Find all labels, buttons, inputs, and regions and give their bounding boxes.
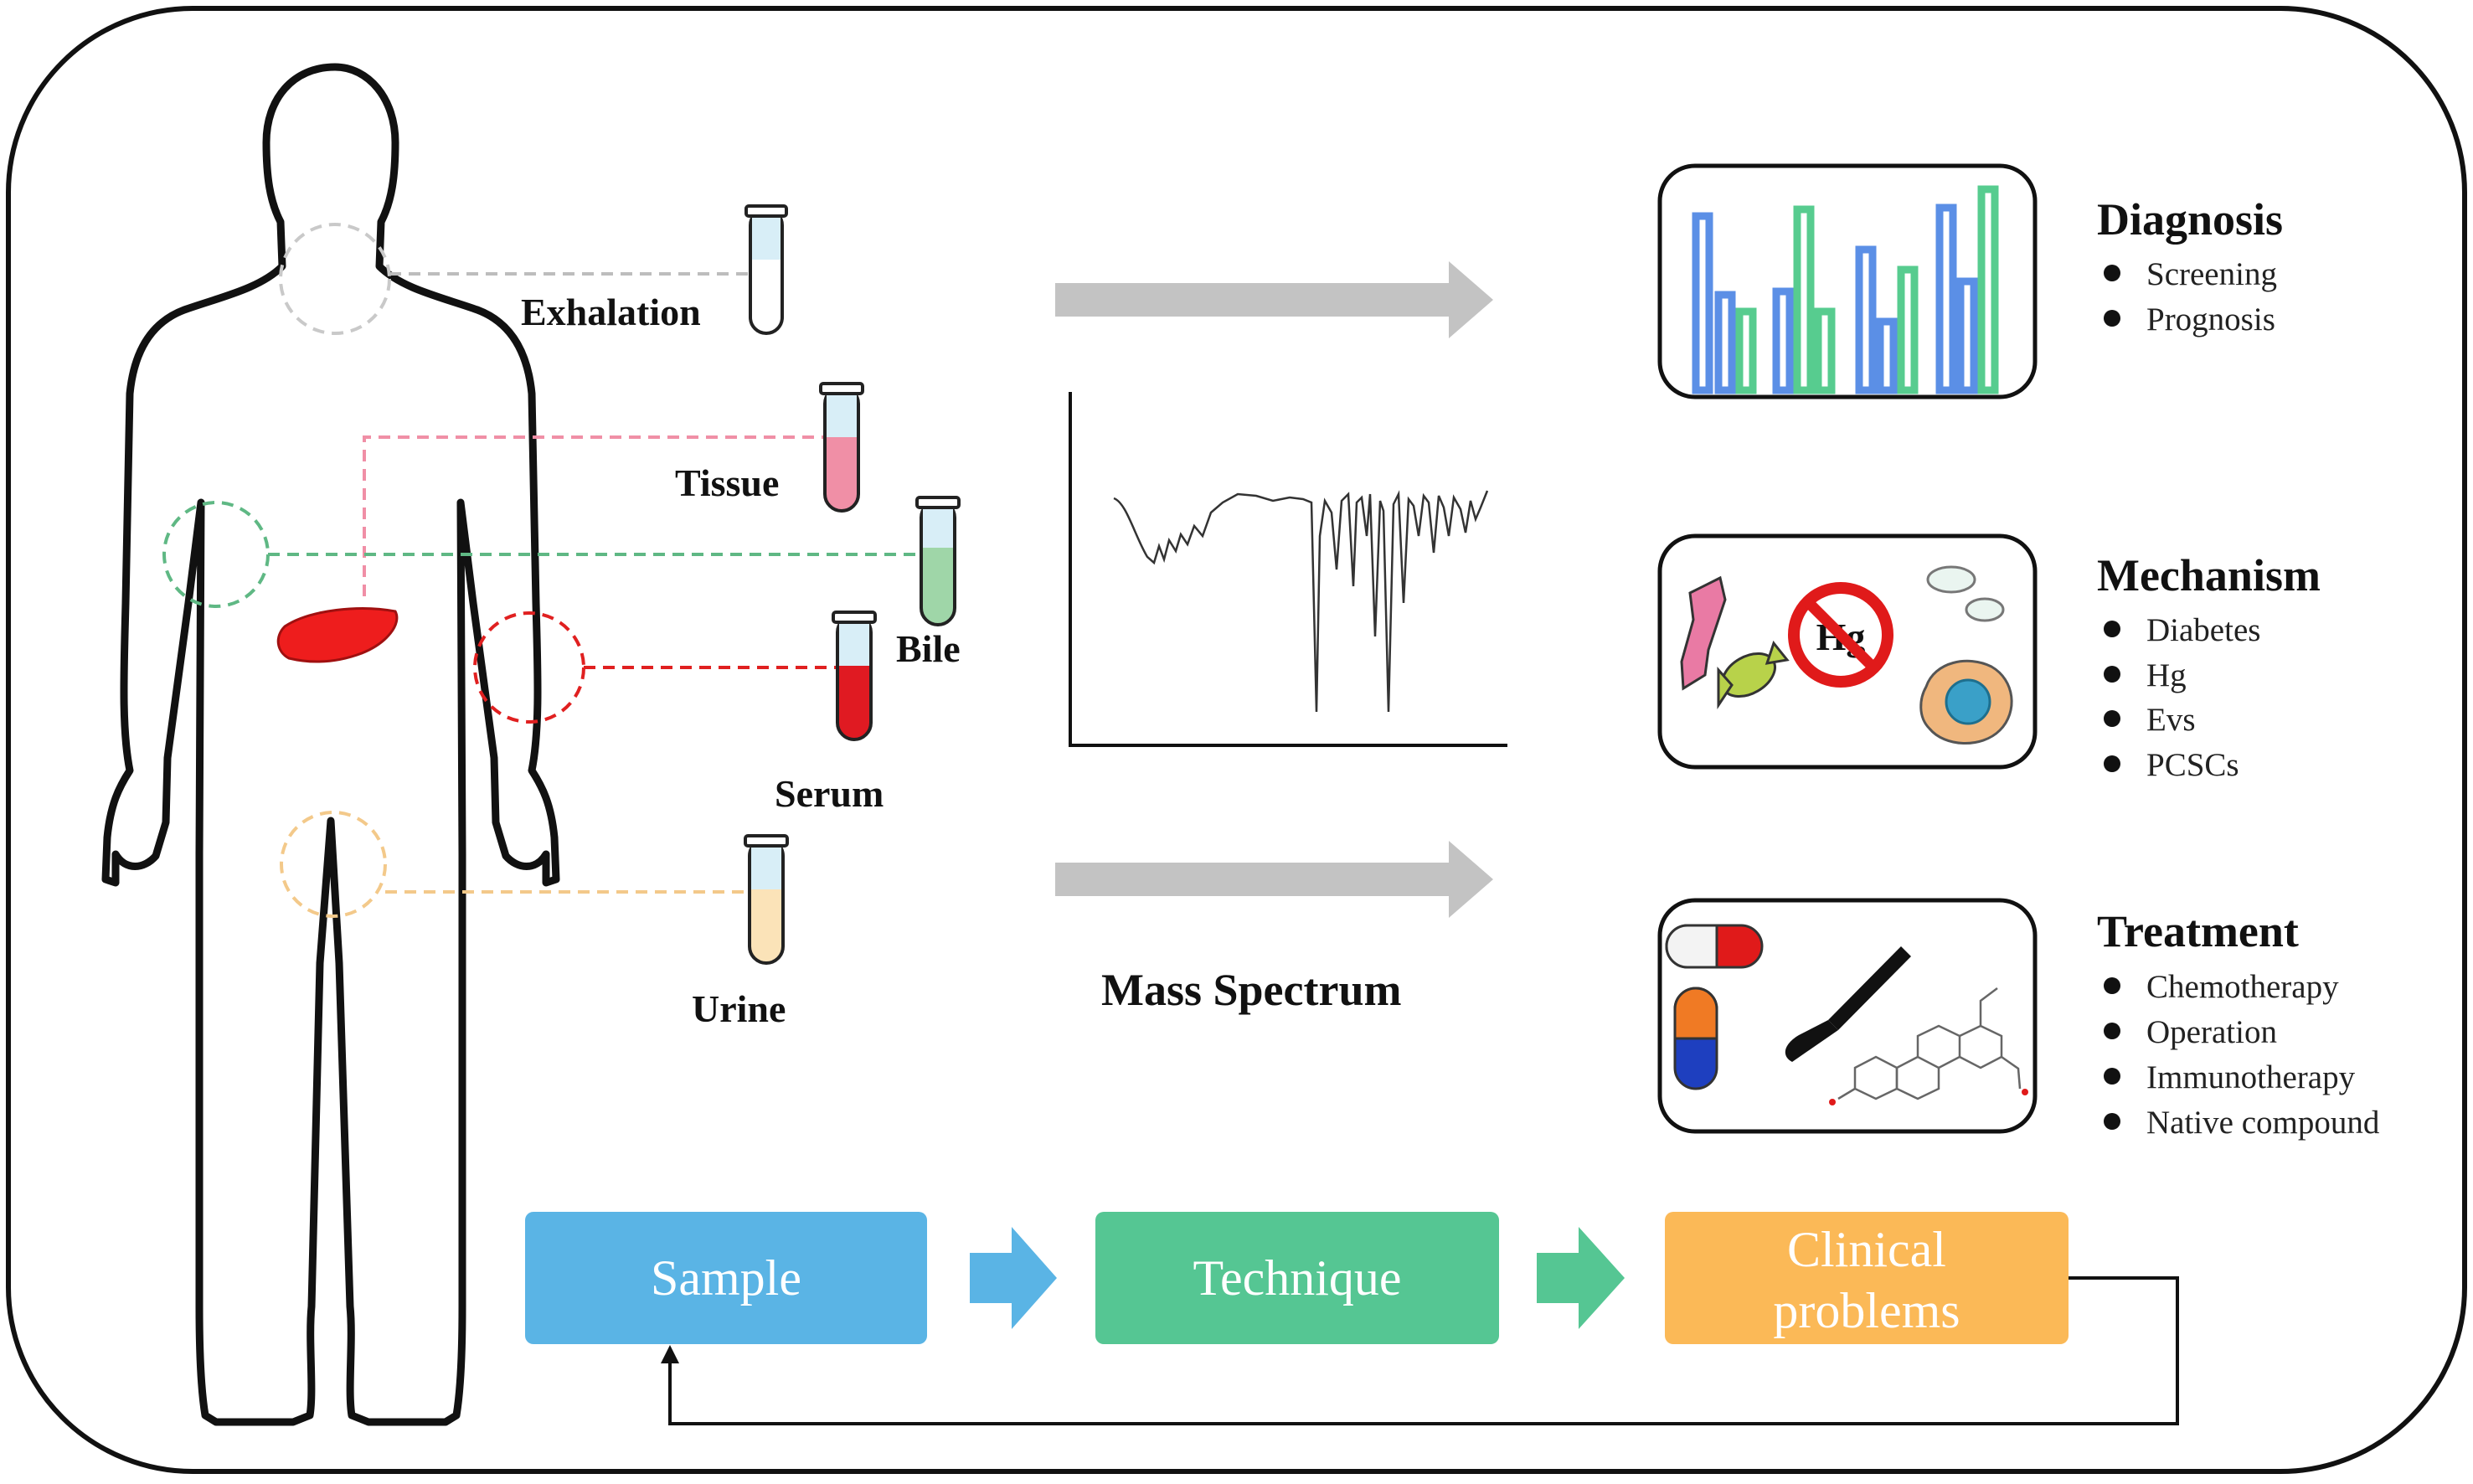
mechanism-title: Mechanism [2097, 550, 2321, 600]
treatment-item-immunotherapy: Immunotherapy [2146, 1059, 2356, 1095]
stem-cell-icon [1919, 659, 2013, 745]
bullet-icon [2104, 666, 2120, 683]
liver-icon [276, 607, 399, 663]
technique-flow-label: Technique [1193, 1250, 1401, 1306]
tissue-connector [363, 435, 823, 596]
bile-tube-icon [915, 496, 961, 626]
compound-structure-icon [1829, 987, 2028, 1105]
capsule-red-icon [1665, 924, 1764, 969]
feedback-arrowhead-icon [661, 1345, 679, 1363]
bullet-icon [2104, 710, 2120, 727]
bullet-icon [2104, 1068, 2120, 1085]
bullet-icon [2104, 755, 2120, 772]
serum-tube-icon [832, 611, 877, 741]
vesicle-icon [1926, 565, 2005, 622]
treatment-item-operation: Operation [2146, 1014, 2277, 1050]
tissue-tube-icon [819, 382, 864, 513]
sample-flow-label: Sample [651, 1250, 801, 1306]
flow-arrow-blue [970, 1227, 1057, 1329]
treatment-item-native-compound: Native compound [2146, 1105, 2380, 1141]
bullet-icon [2104, 310, 2120, 327]
urine-tube-icon [744, 834, 789, 965]
human-body-icon [101, 63, 560, 1426]
tissue-label: Tissue [675, 461, 779, 504]
mechanism-item-pcscs: PCSCs [2146, 747, 2239, 783]
urine-region-circle [280, 811, 387, 918]
diagnosis-item-screening: Screening [2146, 256, 2277, 292]
candy-icon [1680, 575, 1790, 709]
bullet-icon [2104, 265, 2120, 281]
clinical-problems-line2: problems [1773, 1283, 1960, 1338]
mechanism-icon-box: Hg [1657, 533, 2038, 770]
upper-gray-arrow [1055, 261, 1493, 338]
diagnosis-title: Diagnosis [2097, 194, 2283, 245]
bar-chart-icon [1692, 185, 1999, 394]
clinical-problems-flow-box [1665, 1212, 2069, 1344]
mechanism-item-diabetes: Diabetes [2146, 612, 2260, 648]
bullet-icon [2104, 621, 2120, 637]
technique-flow-box [1095, 1212, 1499, 1344]
mechanism-item-evs: Evs [2146, 702, 2196, 738]
bullet-icon [2104, 977, 2120, 994]
treatment-item-chemotherapy: Chemotherapy [2146, 969, 2339, 1005]
bile-label: Bile [896, 627, 961, 670]
diagnosis-item-prognosis: Prognosis [2146, 301, 2275, 338]
spectrum-axes [1069, 392, 1507, 747]
feedback-loop-arrow [668, 1276, 2179, 1425]
mass-spectrum-plot [1069, 392, 1507, 747]
flow-arrow-green [1537, 1227, 1625, 1329]
treatment-icon-box [1657, 898, 2038, 1134]
no-mercury-icon: Hg [1788, 582, 1893, 688]
capsule-blue-icon [1673, 987, 1718, 1090]
treatment-title: Treatment [2097, 906, 2299, 956]
bullet-icon [2104, 1023, 2120, 1039]
lower-gray-arrow [1055, 841, 1493, 918]
urine-label: Urine [692, 987, 786, 1030]
exhalation-label: Exhalation [521, 291, 701, 333]
scalpel-icon [1785, 946, 1911, 1062]
exhalation-tube-icon [744, 204, 788, 335]
sample-flow-box [525, 1212, 927, 1344]
spectrum-trace [1113, 490, 1489, 713]
mass-spectrum-label: Mass Spectrum [1101, 965, 1401, 1015]
mechanism-item-hg: Hg [2146, 657, 2187, 693]
exhalation-region-circle [279, 223, 391, 335]
clinical-problems-line1: Clinical [1787, 1222, 1946, 1277]
diagnosis-icon-box [1657, 163, 2038, 399]
serum-label: Serum [775, 772, 884, 815]
bullet-icon [2104, 1113, 2120, 1130]
